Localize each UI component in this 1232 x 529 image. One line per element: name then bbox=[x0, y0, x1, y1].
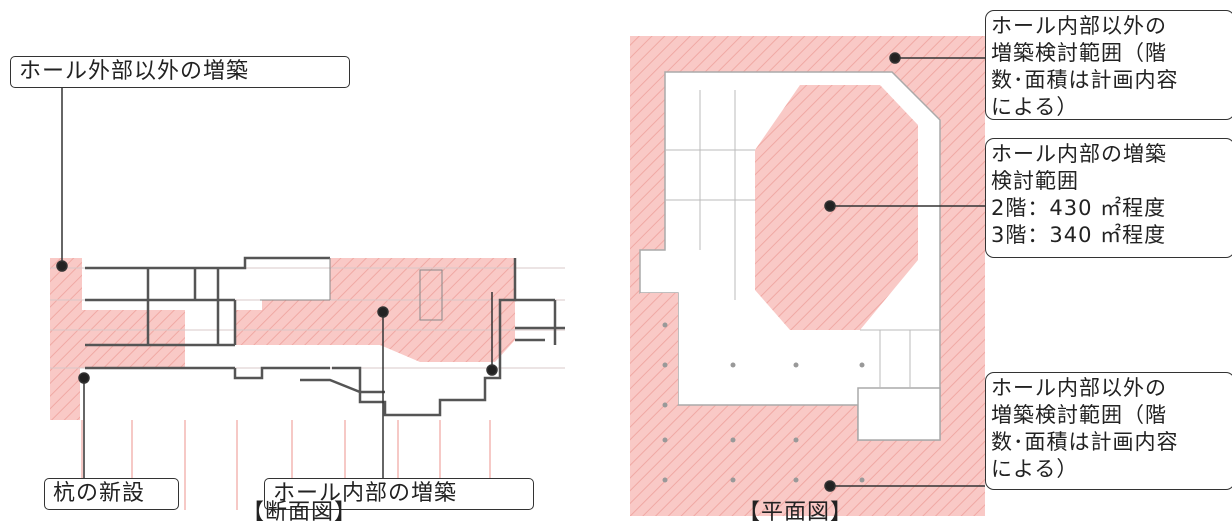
callout-line: 検討範囲 bbox=[991, 169, 1079, 193]
plan-leaders bbox=[824, 52, 985, 492]
section-hatch-under-left bbox=[50, 368, 80, 420]
callout-line: による） bbox=[991, 95, 1079, 119]
callout-line: ホール内部の増築 bbox=[991, 142, 1167, 166]
section-hatch-hall-interior bbox=[235, 258, 515, 362]
callout-line: 2階：430 ㎡程度 bbox=[991, 196, 1167, 220]
callout-outside-hall-bottom: ホール内部以外の 増築検討範囲（階 数･面積は計画内容 による） bbox=[985, 372, 1232, 490]
plan-hatch-hall-interior bbox=[755, 85, 918, 330]
callout-inside-hall: ホール内部の増築 検討範囲 2階：430 ㎡程度 3階：340 ㎡程度 bbox=[985, 138, 1232, 258]
callout-line: 増築検討範囲（階 bbox=[991, 41, 1167, 65]
callout-line: 増築検討範囲（階 bbox=[991, 403, 1167, 427]
section-caption: 【断面図】 bbox=[242, 500, 358, 525]
label-extension-inside-hall: ホール内部の増築 bbox=[264, 478, 534, 510]
plan-drawing bbox=[630, 36, 985, 516]
callout-line: 数･面積は計画内容 bbox=[991, 68, 1179, 92]
callout-line: による） bbox=[991, 457, 1079, 481]
section-leaders bbox=[56, 88, 498, 478]
callout-line: 数･面積は計画内容 bbox=[991, 430, 1179, 454]
section-drawing bbox=[50, 88, 565, 510]
plan-column-dots bbox=[662, 322, 865, 483]
plan-hatch-lower-left bbox=[640, 293, 678, 405]
label-extension-outside-hall: ホール外部以外の増築 bbox=[10, 56, 350, 88]
callout-line: ホール内部以外の bbox=[991, 14, 1167, 38]
callout-line: ホール内部以外の bbox=[991, 376, 1167, 400]
plan-caption: 【平面図】 bbox=[738, 500, 854, 525]
section-hatch-left-band bbox=[50, 310, 185, 368]
section-building-outline bbox=[85, 256, 565, 417]
label-new-piles: 杭の新設 bbox=[44, 478, 179, 510]
callout-outside-hall-top: ホール内部以外の 増築検討範囲（階 数･面積は計画内容 による） bbox=[985, 10, 1232, 120]
callout-line: 3階：340 ㎡程度 bbox=[991, 223, 1167, 247]
